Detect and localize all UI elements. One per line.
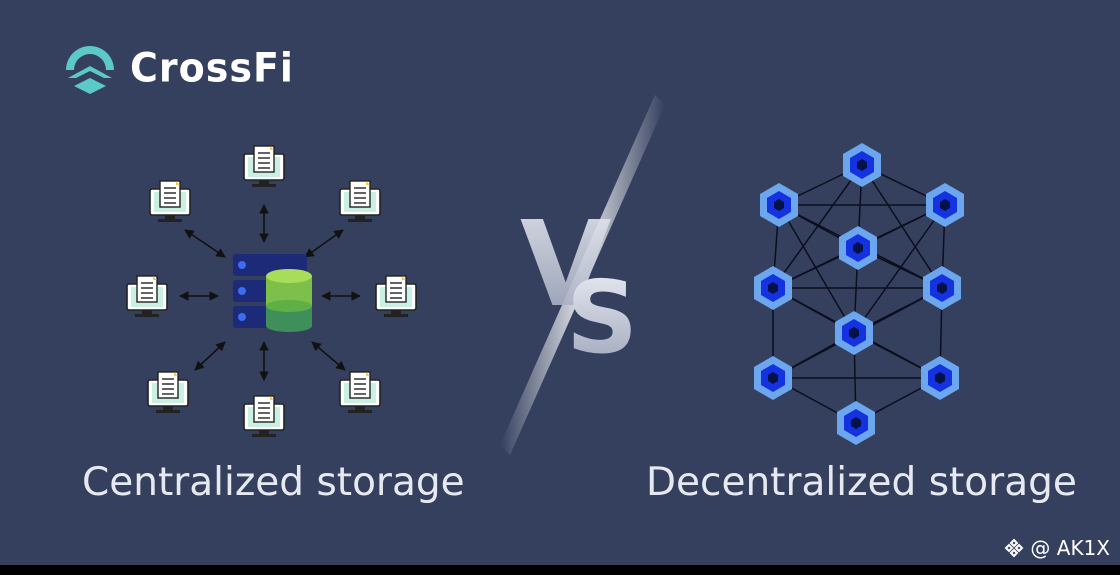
decentralized-caption: Decentralized storage	[646, 460, 1077, 505]
computer-document-icon	[243, 395, 285, 438]
hexagon-node-icon	[923, 266, 961, 310]
computer-document-icon	[339, 180, 381, 223]
vs-slash	[500, 95, 665, 455]
hexagon-node-icon	[926, 183, 964, 227]
network-edges	[772, 164, 946, 424]
brand: CrossFi	[62, 40, 294, 96]
hexagon-node-icon	[760, 183, 798, 227]
binance-diamond-icon	[1004, 538, 1024, 558]
vs-mark: V S	[500, 95, 665, 455]
bottom-bar	[0, 565, 1120, 575]
watermark-text: @ AK1X	[1030, 536, 1110, 560]
computer-document-icon	[375, 275, 417, 318]
computer-document-icon	[126, 275, 168, 318]
hexagon-node-icon	[839, 226, 877, 270]
network-nodes	[754, 143, 964, 445]
hexagon-node-icon	[837, 401, 875, 445]
brand-name: CrossFi	[130, 44, 294, 92]
hexagon-node-icon	[921, 356, 959, 400]
computer-document-icon	[149, 180, 191, 223]
hexagon-node-icon	[835, 311, 873, 355]
hexagon-node-icon	[754, 266, 792, 310]
computer-document-icon	[339, 371, 381, 414]
crossfi-logo-icon	[66, 46, 114, 94]
database-server-icon	[233, 254, 312, 332]
client-arrows	[179, 204, 361, 381]
vs-letter-s: S	[566, 259, 638, 376]
centralized-caption: Centralized storage	[82, 460, 465, 505]
computer-document-icon	[147, 371, 189, 414]
arrow-top-left	[184, 229, 226, 258]
arrow-bottom-right	[311, 341, 346, 371]
computer-document-icon	[243, 145, 285, 188]
hexagon-node-icon	[843, 143, 881, 187]
hexagon-node-icon	[754, 356, 792, 400]
vs-letter-v: V	[520, 195, 611, 333]
arrow-bottom-left	[194, 341, 226, 371]
arrow-top-right	[304, 229, 344, 258]
watermark: @ AK1X	[1004, 536, 1110, 560]
